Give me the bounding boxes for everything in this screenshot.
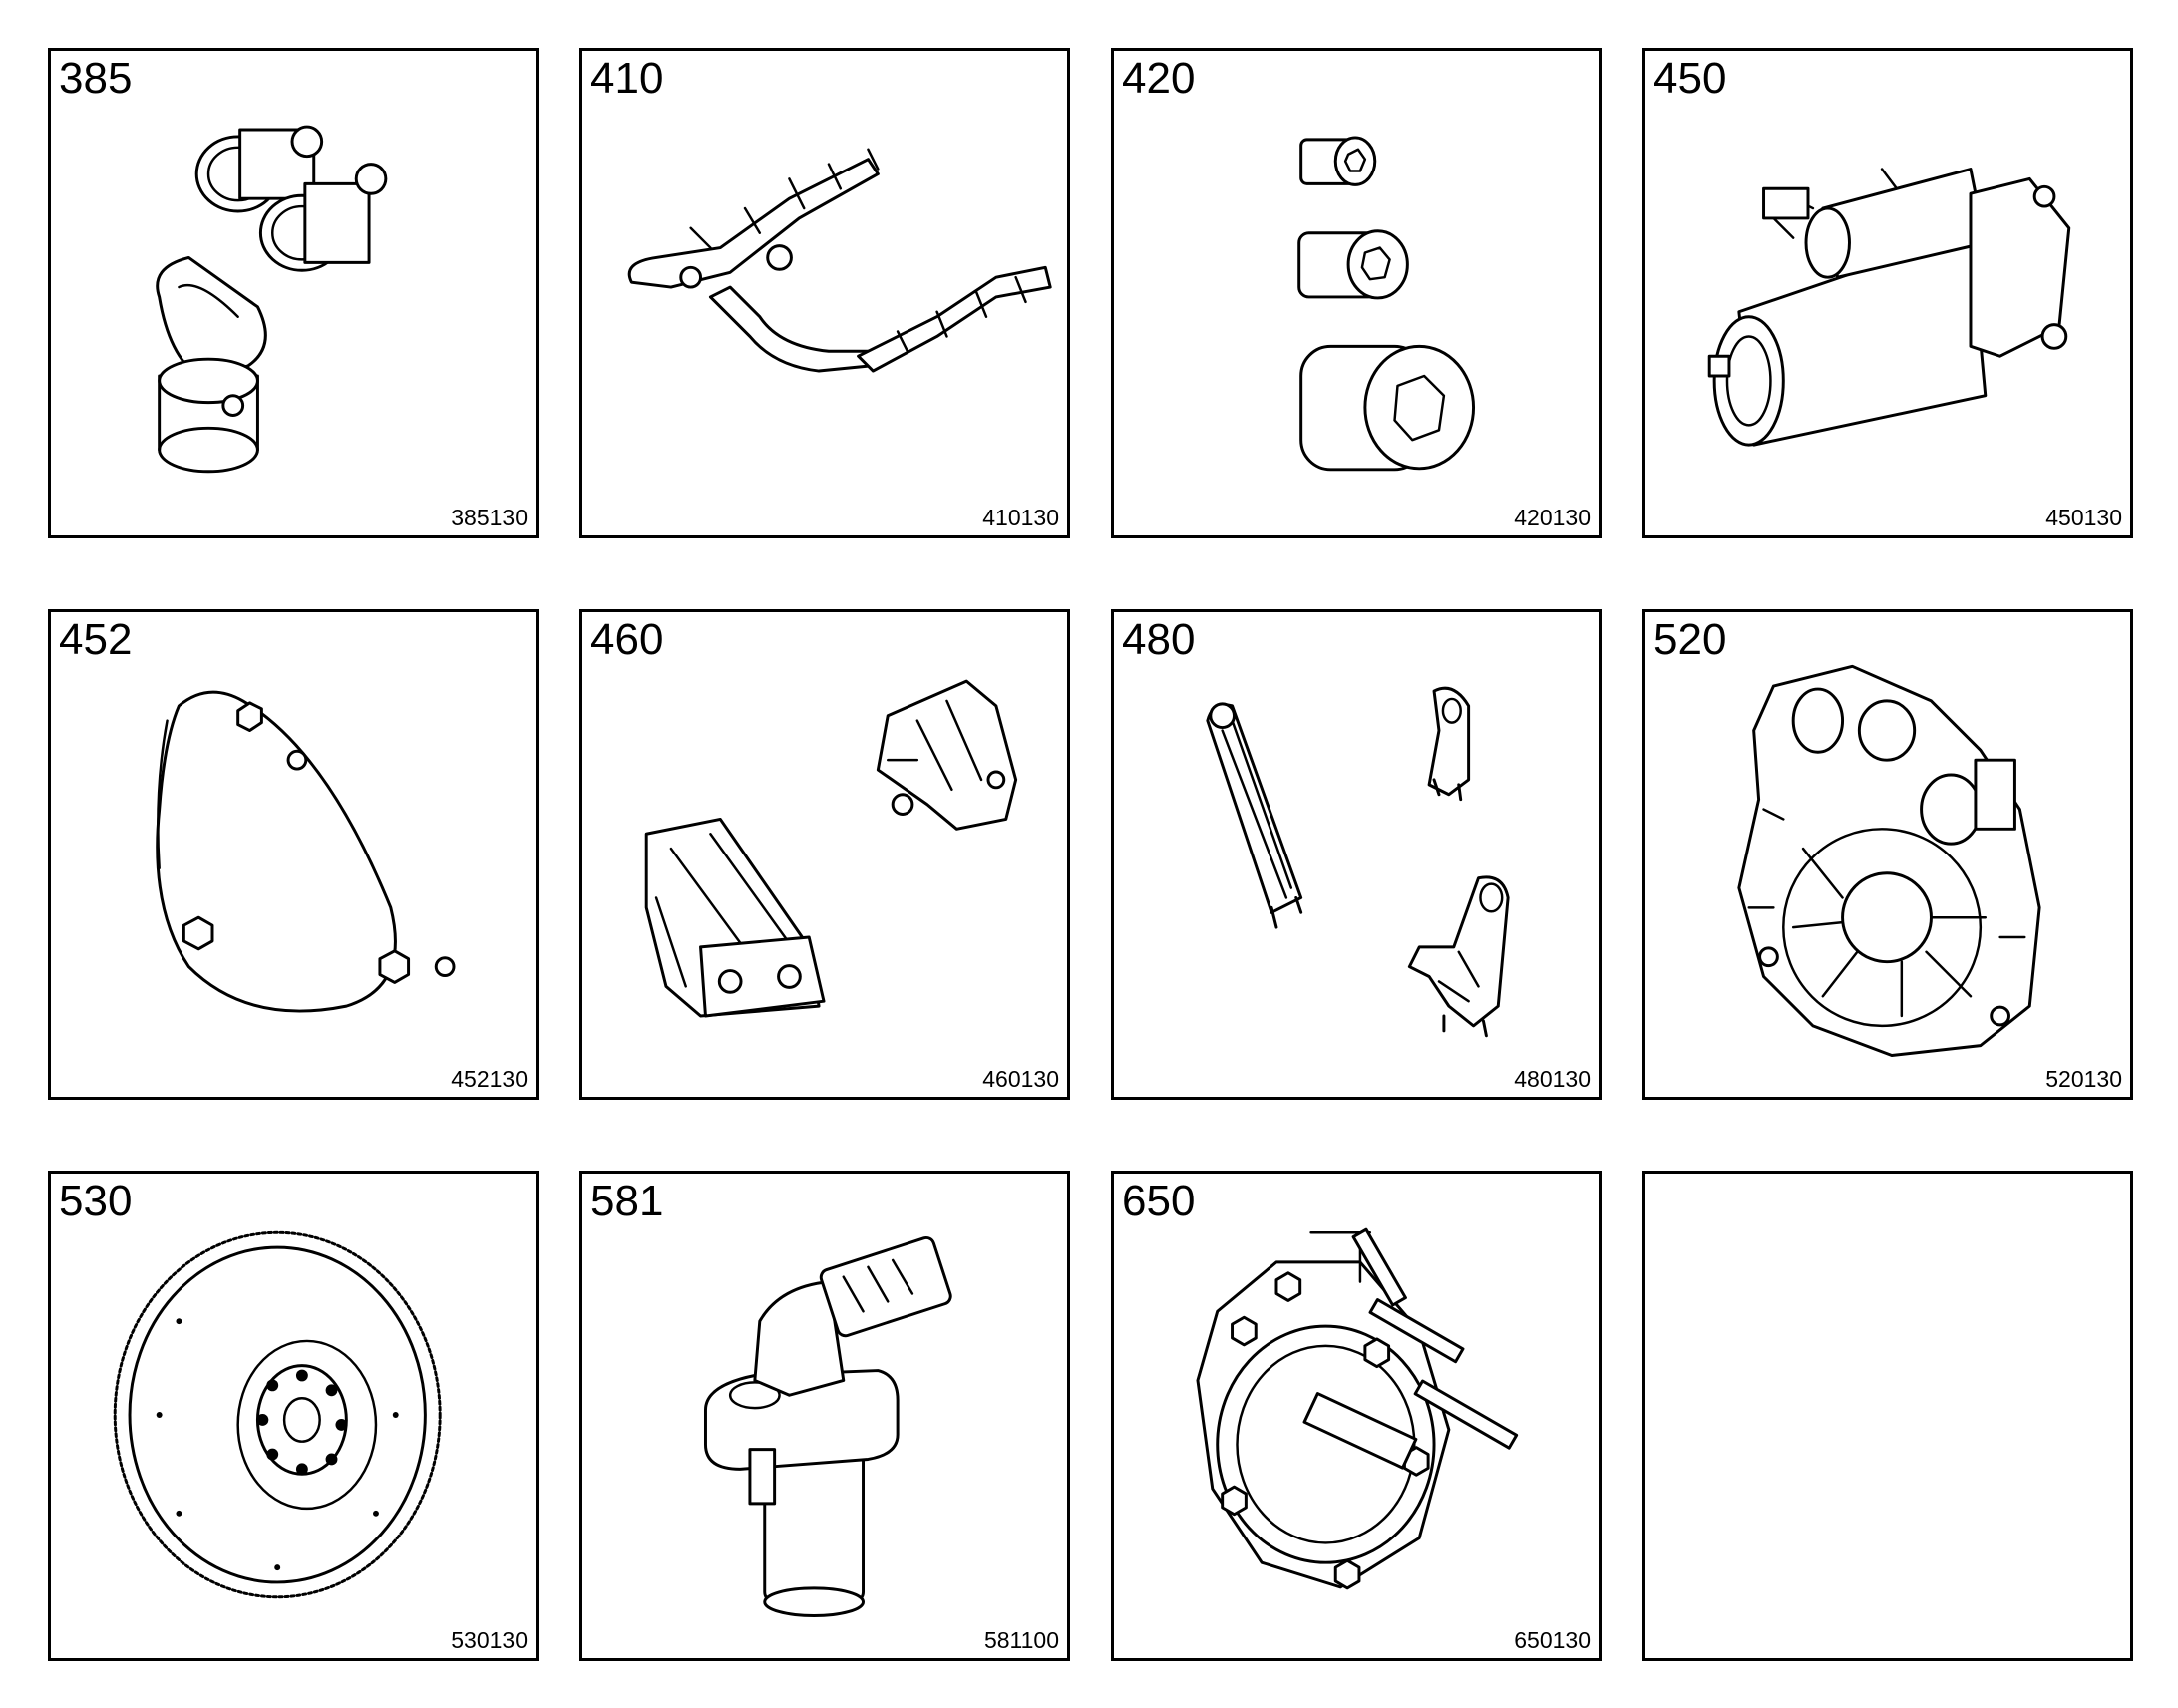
part-card-450[interactable]: 450 450130 — [1642, 48, 2133, 538]
starter-motor-icon — [1707, 168, 2071, 447]
part-number: 581 — [590, 1177, 664, 1225]
figure-code: 385130 — [451, 505, 528, 530]
figure-code: 460130 — [982, 1066, 1059, 1092]
part-card-385[interactable]: 385 385130 — [48, 48, 539, 538]
figure-code: 420130 — [1514, 505, 1591, 530]
part-number: 460 — [590, 615, 664, 664]
lifting-eye-icon — [1206, 686, 1510, 1038]
part-number: 520 — [1653, 615, 1727, 664]
part-card-480[interactable]: 480 480130 — [1111, 609, 1602, 1100]
figure-code: 650130 — [1514, 1627, 1591, 1653]
figure-code: 581100 — [983, 1627, 1059, 1653]
figure-code: 410130 — [982, 505, 1059, 530]
flywheel-housing-icon — [1737, 664, 2041, 1057]
pipe-fitting-icon — [156, 125, 388, 474]
sensor-icon — [703, 1235, 952, 1618]
part-number: 530 — [59, 1177, 133, 1225]
figure-code: 452130 — [451, 1066, 528, 1092]
bracket-icon — [644, 679, 1018, 1018]
part-card-452[interactable]: 452 452130 — [48, 609, 539, 1100]
part-card-empty — [1642, 1171, 2133, 1661]
part-card-581[interactable]: 581 581100 — [579, 1171, 1070, 1661]
rear-cover-icon — [1196, 1227, 1519, 1590]
part-number: 410 — [590, 54, 664, 103]
part-card-460[interactable]: 460 460130 — [579, 609, 1070, 1100]
figure-code: 530130 — [451, 1627, 528, 1653]
flywheel-icon — [113, 1230, 442, 1599]
figure-code: 450130 — [2045, 505, 2122, 530]
part-number: 480 — [1122, 615, 1196, 664]
part-card-420[interactable]: 420 420130 — [1111, 48, 1602, 538]
part-number: 452 — [59, 615, 133, 664]
part-card-650[interactable]: 650 650130 — [1111, 1171, 1602, 1661]
wiring-harness-icon — [627, 148, 1052, 373]
part-number: 450 — [1653, 54, 1727, 103]
part-number: 385 — [59, 54, 133, 103]
cover-plate-icon — [156, 690, 456, 1013]
part-card-410[interactable]: 410 410130 — [579, 48, 1070, 538]
figure-code: 520130 — [2045, 1066, 2122, 1092]
part-card-520[interactable]: 520 520130 — [1642, 609, 2133, 1100]
part-card-530[interactable]: 530 530130 — [48, 1171, 539, 1661]
figure-code: 480130 — [1514, 1066, 1591, 1092]
part-number: 650 — [1122, 1177, 1196, 1225]
part-number: 420 — [1122, 54, 1196, 103]
plug-screws-icon — [1297, 136, 1476, 472]
